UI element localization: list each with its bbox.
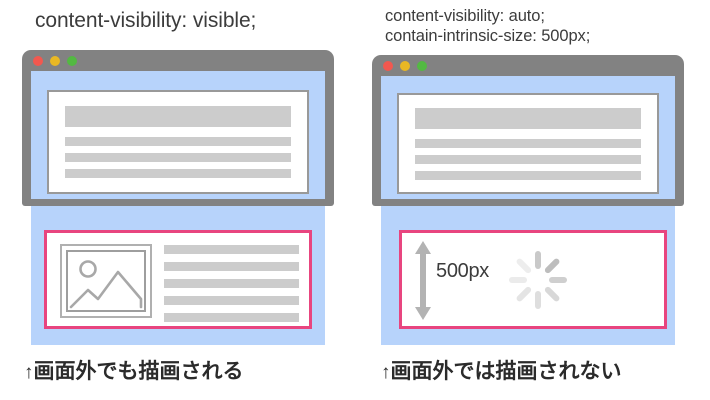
browser-titlebar-right xyxy=(372,55,684,76)
panel-left-title: content-visibility: visible; xyxy=(35,9,257,32)
skeleton-heading-bar xyxy=(415,108,641,129)
skeleton-text-line xyxy=(415,155,641,164)
panel-visible: content-visibility: visible; xyxy=(22,9,334,385)
offscreen-text-lines xyxy=(164,245,299,322)
panel-auto: content-visibility: auto; contain-intrin… xyxy=(355,0,710,400)
minimize-dot-icon[interactable] xyxy=(50,56,60,66)
panel-right-footnote-text: 画面外では描画されない xyxy=(390,360,622,383)
skeleton-text-line xyxy=(164,296,299,305)
skeleton-text-line xyxy=(164,313,299,322)
close-dot-icon[interactable] xyxy=(33,56,43,66)
skeleton-text-line xyxy=(65,169,291,178)
double-arrow-vertical-icon xyxy=(414,241,432,320)
visible-content-card-right xyxy=(397,93,659,194)
skeleton-heading-bar xyxy=(65,106,291,127)
loading-spinner-icon xyxy=(507,249,569,311)
panel-right-title: content-visibility: auto; contain-intrin… xyxy=(385,7,591,45)
browser-titlebar-left xyxy=(22,50,334,71)
skeleton-text-line xyxy=(65,137,291,146)
panel-left-footnote-text: 画面外でも描画される xyxy=(33,360,244,383)
up-arrow-icon: ↑ xyxy=(381,362,391,383)
skeleton-text-line xyxy=(65,153,291,162)
panel-left-footnote: ↑画面外でも描画される xyxy=(24,355,244,385)
visible-content-card-left xyxy=(47,90,309,194)
intrinsic-size-label: 500px xyxy=(436,260,489,282)
image-placeholder-icon xyxy=(60,244,152,318)
skeleton-text-line xyxy=(164,279,299,288)
close-dot-icon[interactable] xyxy=(383,61,393,71)
skeleton-text-line xyxy=(164,262,299,271)
offscreen-card-not-rendered: 500px xyxy=(399,230,667,329)
skeleton-text-line xyxy=(415,139,641,148)
skeleton-text-line xyxy=(164,245,299,254)
panel-right-footnote: ↑画面外では描画されない xyxy=(381,355,622,385)
skeleton-text-line xyxy=(415,171,641,180)
maximize-dot-icon[interactable] xyxy=(67,56,77,66)
up-arrow-icon: ↑ xyxy=(24,362,34,383)
offscreen-card-rendered xyxy=(44,230,312,329)
maximize-dot-icon[interactable] xyxy=(417,61,427,71)
image-placeholder-frame xyxy=(66,250,146,312)
minimize-dot-icon[interactable] xyxy=(400,61,410,71)
